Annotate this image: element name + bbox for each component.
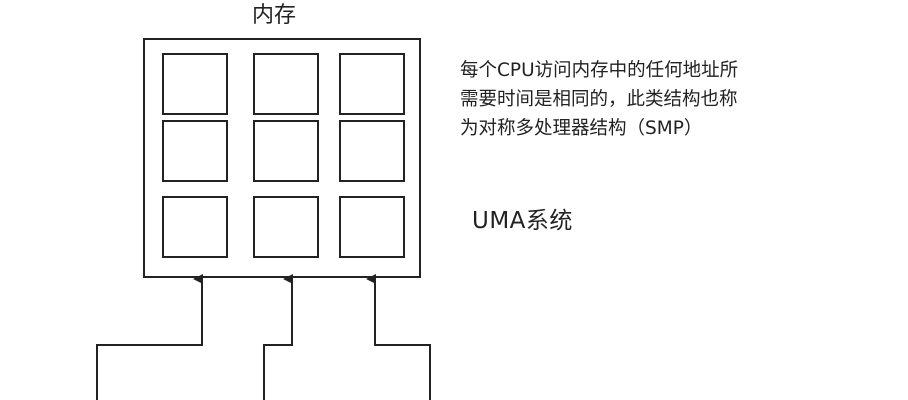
description: 每个CPU访问内存中的任何地址所 需要时间是相同的，此类结构也称 为对称多处理器… xyxy=(460,56,880,143)
memory-cell xyxy=(253,53,319,115)
memory-cell xyxy=(339,196,405,258)
memory-cell xyxy=(253,196,319,258)
connection-line xyxy=(366,274,431,400)
cpu-connections xyxy=(96,274,431,400)
description-line: 每个CPU访问内存中的任何地址所 xyxy=(460,60,739,81)
memory-cell xyxy=(339,53,405,115)
memory-cell xyxy=(253,120,319,182)
memory-cell xyxy=(162,53,228,115)
memory-cell xyxy=(162,196,228,258)
description-line: 为对称多处理器结构（SMP） xyxy=(460,118,703,139)
memory-cells xyxy=(162,53,405,258)
memory-cell xyxy=(339,120,405,182)
connection-line xyxy=(96,274,203,400)
memory-title: 内存 xyxy=(252,3,297,28)
description-line: 需要时间是相同的，此类结构也称 xyxy=(460,89,738,110)
memory-box xyxy=(143,38,421,278)
connection-line xyxy=(263,274,293,400)
memory-cell xyxy=(162,120,228,182)
system-label: UMA系统 xyxy=(472,208,573,234)
